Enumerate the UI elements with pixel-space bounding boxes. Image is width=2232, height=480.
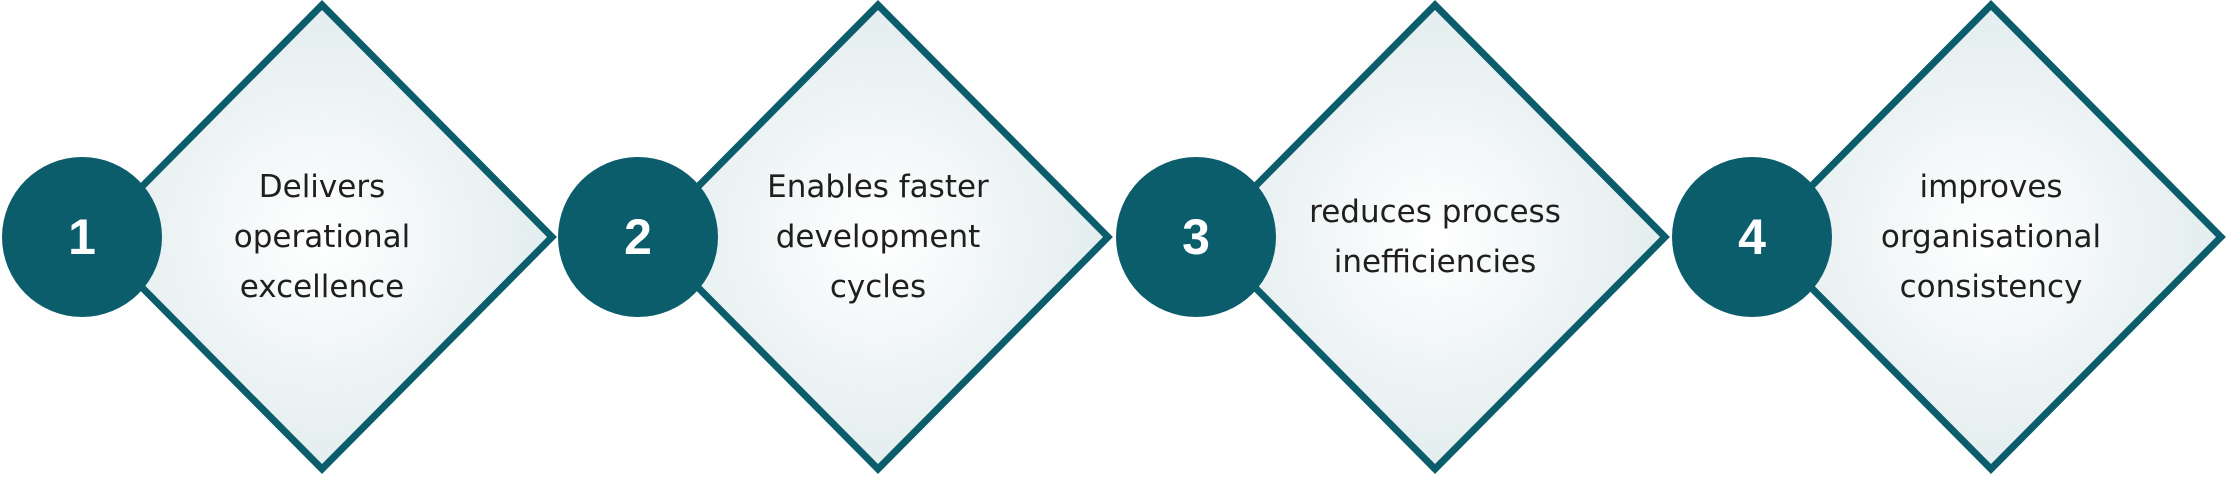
step-3-text: reduces process inefficiencies — [1309, 194, 1561, 280]
step-4-diamond — [1756, 0, 2226, 474]
step-2 — [558, 0, 1113, 474]
step-3-diamond — [1200, 0, 1670, 474]
step-2-diamond — [643, 0, 1113, 474]
step-3-number: 3 — [1182, 209, 1210, 265]
step-3 — [1116, 0, 1670, 474]
step-1-text-box: Delivers operational excellence — [172, 137, 472, 337]
step-4-text: improves organisational consistency — [1880, 169, 2102, 305]
step-2-text: Enables faster development cycles — [767, 169, 989, 305]
step-2-badge — [558, 157, 718, 317]
step-3-badge — [1116, 157, 1276, 317]
step-1-number: 1 — [68, 209, 96, 265]
step-2-number: 2 — [624, 209, 652, 265]
step-3-text-box: reduces process inefficiencies — [1285, 137, 1585, 337]
step-4-badge — [1672, 157, 1832, 317]
step-4-text-box: improves organisational consistency — [1841, 137, 2141, 337]
step-1-text: Delivers operational excellence — [233, 169, 411, 305]
step-1-diamond — [87, 0, 557, 474]
step-2-text-box: Enables faster development cycles — [728, 137, 1028, 337]
step-1-badge — [2, 157, 162, 317]
step-1 — [2, 0, 557, 474]
step-4-number: 4 — [1738, 209, 1766, 265]
step-4 — [1672, 0, 2226, 474]
